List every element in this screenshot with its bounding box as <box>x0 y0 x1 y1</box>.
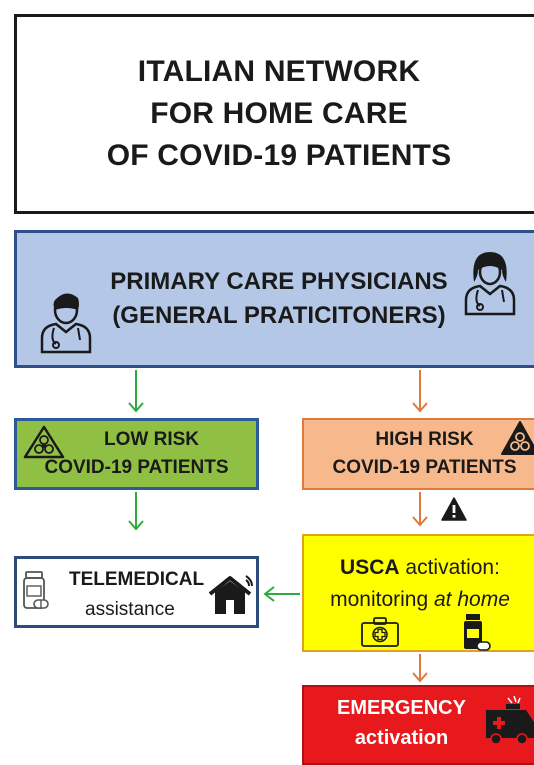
doctor-female-icon <box>462 248 518 316</box>
arrow-pcp-to-low-risk <box>128 370 144 413</box>
ambulance-icon <box>484 694 534 746</box>
usca-line-2: monitoring at home <box>304 588 534 612</box>
arrow-pcp-to-high-risk <box>412 370 428 413</box>
title-line-1: ITALIAN NETWORK <box>137 55 421 88</box>
primary-care-box: PRIMARY CARE PHYSICIANS (GENERAL PRATICI… <box>14 230 534 368</box>
low-risk-line-2: COVID-19 PATIENTS <box>44 457 229 478</box>
high-risk-line-2: COVID-19 PATIENTS <box>332 457 517 478</box>
primary-care-line-1: PRIMARY CARE PHYSICIANS <box>110 268 448 295</box>
high-risk-line-1: HIGH RISK <box>375 429 474 450</box>
biohazard-icon <box>22 424 66 460</box>
usca-monitoring-text: monitoring <box>330 588 434 611</box>
medicine-icon <box>462 612 492 652</box>
telemedical-line-2: assistance <box>85 599 175 620</box>
high-risk-box: HIGH RISK COVID-19 PATIENTS <box>302 418 534 490</box>
low-risk-box: LOW RISK COVID-19 PATIENTS <box>14 418 259 490</box>
telemedical-line-1: TELEMEDICAL <box>69 569 205 590</box>
medical-kit-icon <box>360 616 400 648</box>
usca-box: USCA activation: monitoring at home <box>302 534 534 652</box>
arrow-high-risk-to-usca <box>412 492 428 527</box>
title-box: ITALIAN NETWORK FOR HOME CARE OF COVID-1… <box>14 14 534 214</box>
arrow-usca-to-emergency <box>412 654 428 683</box>
biohazard-filled-icon <box>500 420 534 456</box>
usca-line-1: USCA activation: <box>304 556 534 580</box>
arrow-low-risk-to-telemedical <box>128 492 144 531</box>
low-risk-line-1: LOW RISK <box>104 429 199 450</box>
warning-icon <box>441 497 467 521</box>
doctor-male-icon <box>38 286 94 354</box>
house-wifi-icon <box>208 572 258 616</box>
primary-care-line-2: (GENERAL PRATICITONERS) <box>112 302 446 329</box>
emergency-line-1: EMERGENCY <box>337 697 466 719</box>
title-line-3: OF COVID-19 PATIENTS <box>106 139 452 172</box>
usca-at-home-text: at home <box>434 588 510 611</box>
arrow-usca-to-telemedical <box>263 586 300 602</box>
emergency-line-2: activation <box>354 727 449 749</box>
title-line-2: FOR HOME CARE <box>150 97 408 130</box>
usca-label: USCA <box>340 556 400 579</box>
pill-bottle-icon <box>22 570 50 612</box>
usca-activation-text: activation: <box>399 556 500 579</box>
